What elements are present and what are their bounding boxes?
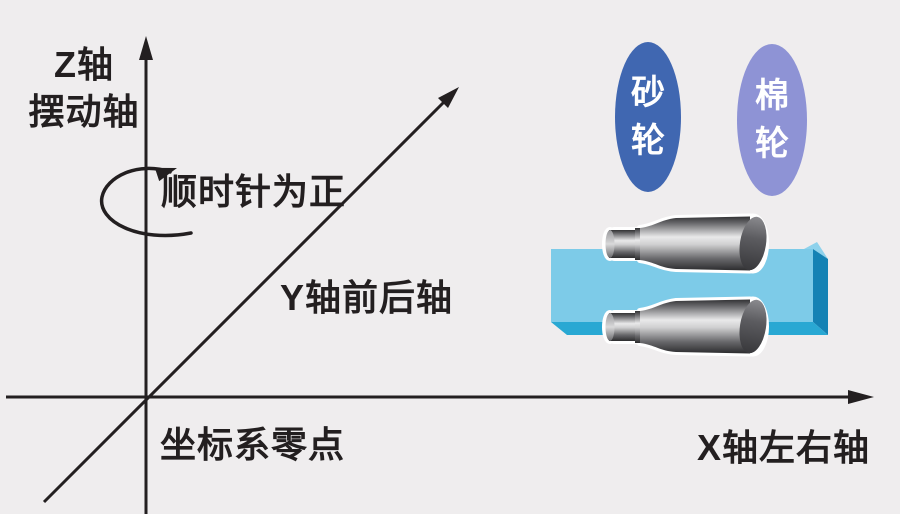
rotation-label: 顺时针为正 [161, 171, 347, 212]
z-axis-label: Z轴 摆动轴 [19, 41, 149, 135]
x-axis-label: X轴左右轴 [697, 427, 871, 468]
origin-label: 坐标系零点 [160, 424, 346, 465]
y-axis-arrowhead [438, 87, 459, 108]
cotton-wheel-char2: 轮 [755, 125, 789, 163]
grinding-wheel-char2: 轮 [631, 122, 665, 160]
y-axis-label: Y轴前后轴 [280, 277, 454, 318]
cotton-wheel-badge: 棉 轮 [737, 44, 807, 196]
grinding-wheel-char1: 砂 [631, 74, 665, 112]
x-axis-arrowhead [848, 390, 874, 404]
z-axis-arrowhead [139, 36, 153, 60]
z-axis-label-line1: Z轴 [54, 44, 114, 85]
rotation-arrowhead [154, 167, 177, 182]
block-side-face [813, 249, 828, 335]
block-top-sliver [804, 242, 828, 259]
rotation-arrow-curve [99, 166, 193, 238]
z-axis-label-line2: 摆动轴 [28, 91, 140, 132]
cotton-wheel-char1: 棉 [755, 77, 789, 115]
y-axis-line [42, 99, 447, 504]
machine-illustration [551, 215, 828, 355]
grinding-wheel-badge: 砂 轮 [615, 42, 681, 192]
